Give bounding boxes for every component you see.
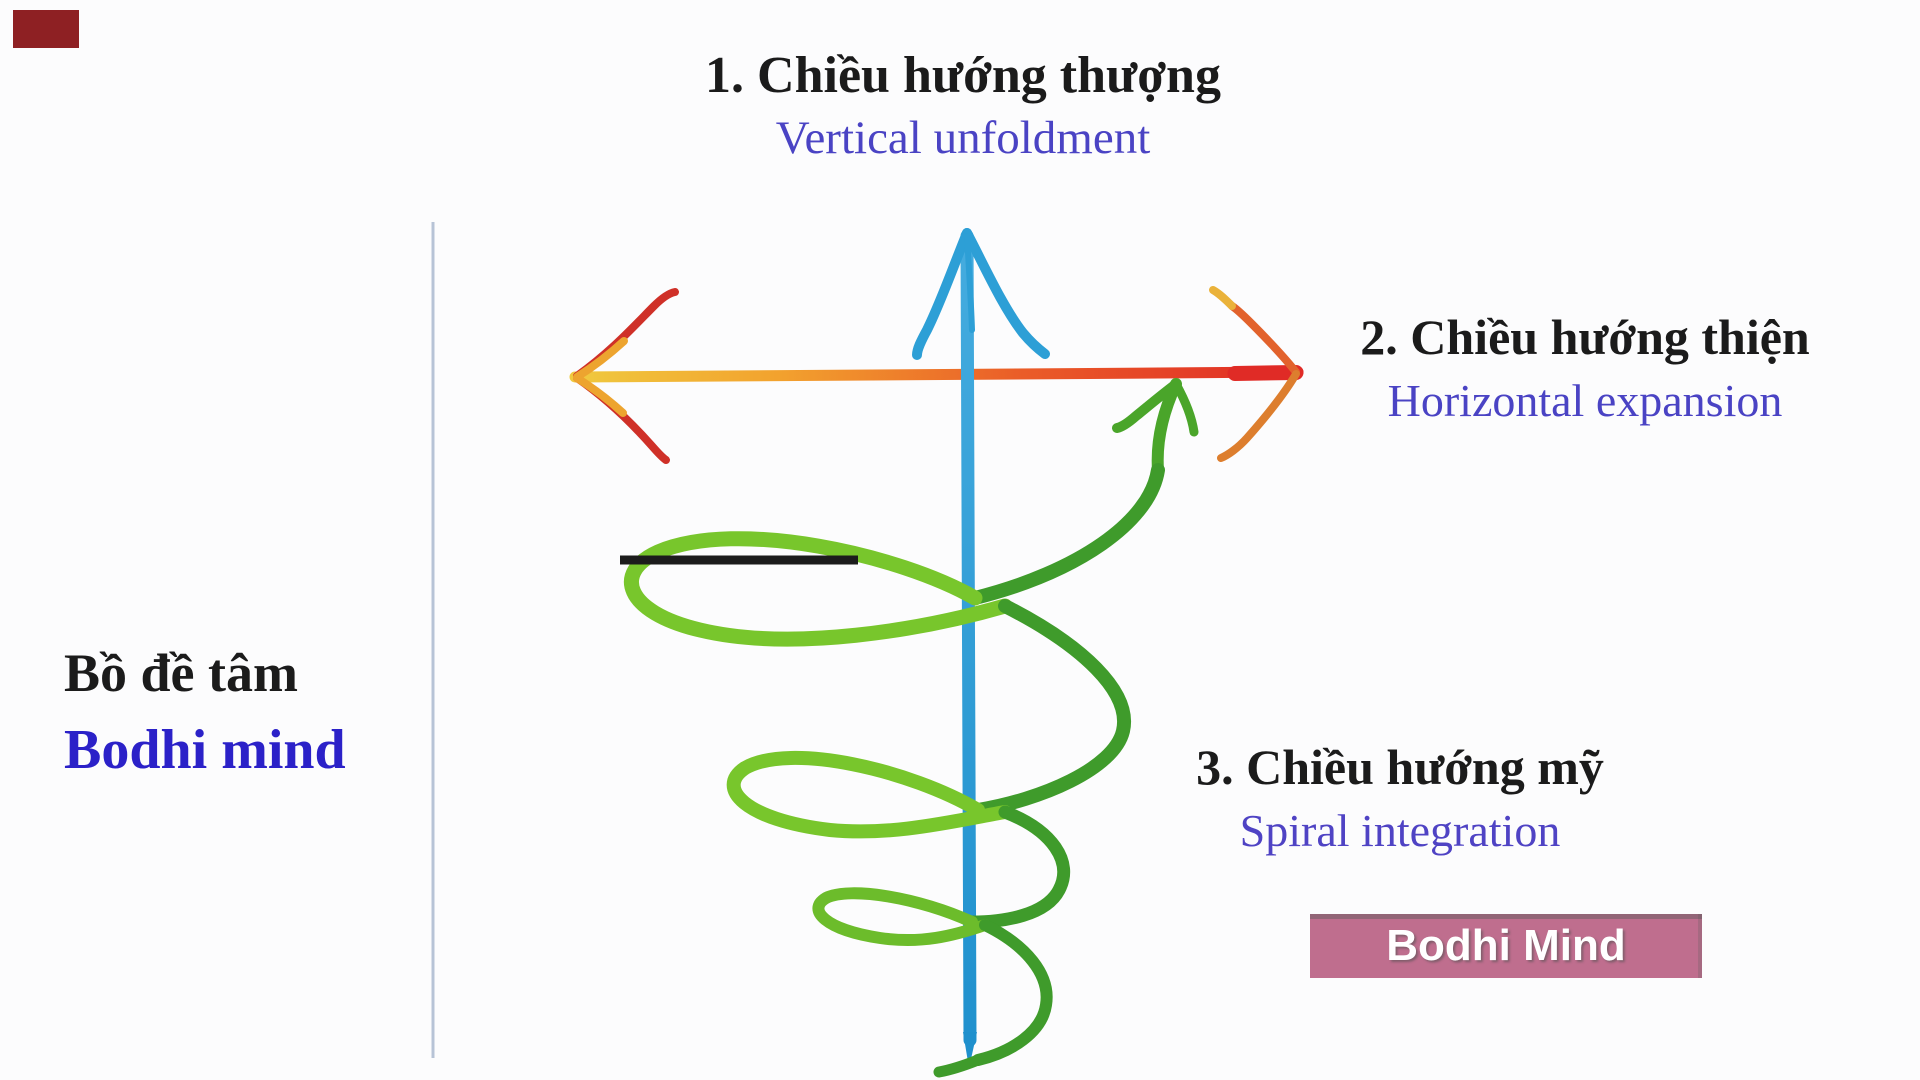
horizontal-title-vi: 2. Chiều hướng thiện: [1360, 309, 1810, 365]
horizontal-arrow-graphic: [569, 286, 1304, 464]
bodhi-title-en: Bodhi mind: [64, 719, 346, 781]
spiral-title-vi: 3. Chiều hướng mỹ: [1196, 739, 1604, 795]
horizontal-expansion-label: 2. Chiều hướng thiện Horizontal expansio…: [1360, 308, 1809, 427]
horizontal-title-en: Horizontal expansion: [1387, 375, 1783, 426]
vertical-unfoldment-label: 1. Chiều hướng thượng Vertical unfoldmen…: [705, 46, 1221, 165]
bodhi-title-vi: Bồ đề tâm: [64, 643, 298, 703]
up-arrow-graphic: [912, 228, 1050, 1068]
watermark-text: Bodhi Mind: [1386, 921, 1626, 970]
vertical-title-en: Vertical unfoldment: [775, 112, 1151, 164]
bodhi-mind-label: Bồ đề tâm Bodhi mind: [64, 642, 346, 782]
spiral-arrow-graphic: [624, 378, 1199, 1078]
corner-red-marker: [13, 10, 79, 48]
vertical-title-vi: 1. Chiều hướng thượng: [705, 47, 1221, 104]
watermark-badge: Bodhi Mind: [1310, 914, 1702, 978]
spiral-integration-label: 3. Chiều hướng mỹ Spiral integration: [1196, 738, 1604, 857]
spiral-title-en: Spiral integration: [1239, 805, 1561, 856]
